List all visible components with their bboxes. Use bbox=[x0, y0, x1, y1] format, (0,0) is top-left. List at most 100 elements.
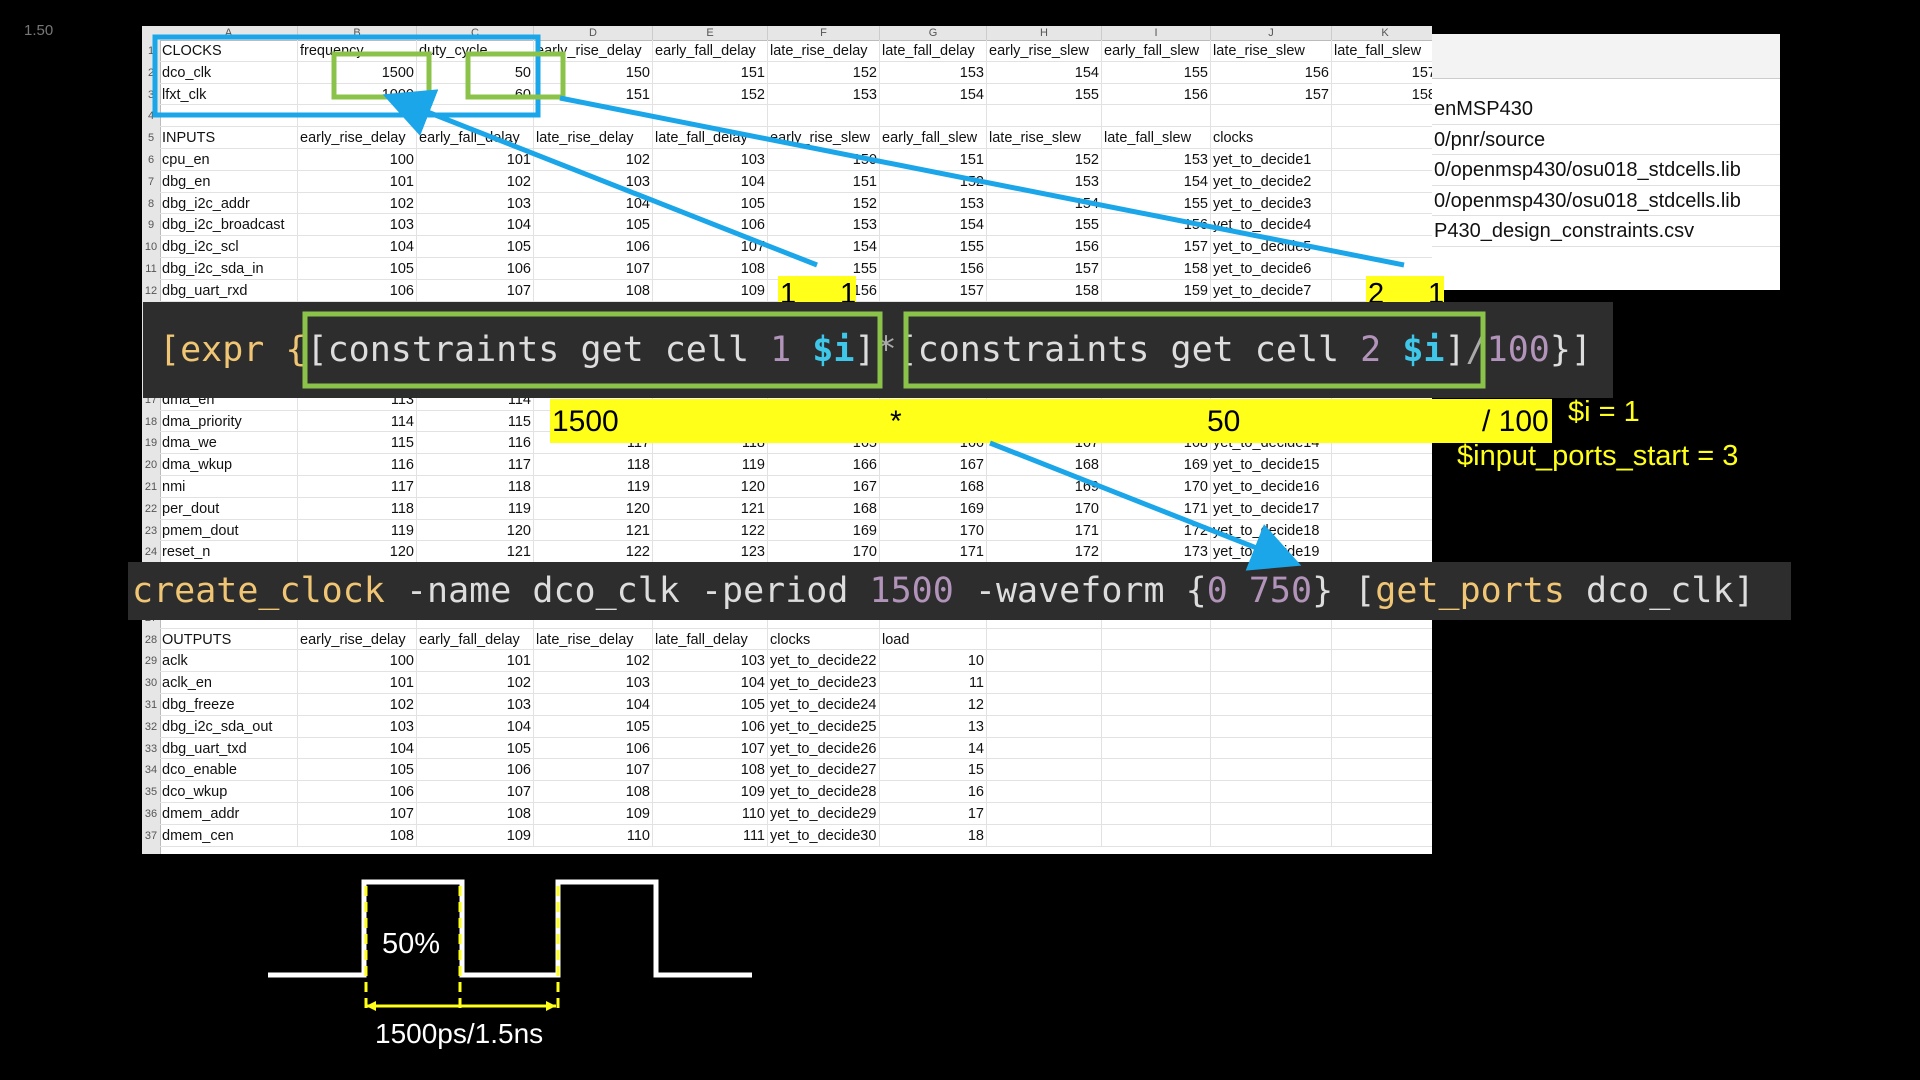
table-cell[interactable]: dma_we bbox=[160, 432, 298, 455]
table-cell[interactable]: 118 bbox=[417, 476, 534, 498]
table-cell[interactable] bbox=[880, 105, 987, 128]
table-cell[interactable]: 157 bbox=[1102, 236, 1211, 258]
table-cell[interactable]: 111 bbox=[653, 824, 768, 847]
table-cell[interactable]: dbg_uart_rxd bbox=[160, 279, 298, 302]
table-cell[interactable]: 122 bbox=[653, 519, 768, 542]
row-number[interactable]: 12 bbox=[144, 284, 158, 297]
table-cell[interactable] bbox=[1332, 171, 1432, 193]
table-cell[interactable] bbox=[987, 105, 1102, 128]
table-cell[interactable]: 104 bbox=[653, 672, 768, 694]
table-cell[interactable]: 109 bbox=[653, 781, 768, 803]
table-cell[interactable]: yet_to_decide30 bbox=[768, 824, 880, 847]
table-cell[interactable]: 103 bbox=[298, 715, 417, 738]
table-cell[interactable]: 105 bbox=[417, 737, 534, 760]
table-cell[interactable]: 104 bbox=[417, 715, 534, 738]
table-cell[interactable]: 154 bbox=[880, 214, 987, 237]
table-cell[interactable]: 151 bbox=[653, 61, 768, 84]
table-cell[interactable]: late_fall_delay bbox=[653, 628, 768, 651]
table-cell[interactable]: 154 bbox=[880, 83, 987, 106]
row-number[interactable]: 33 bbox=[144, 742, 158, 755]
table-cell[interactable]: 102 bbox=[298, 192, 417, 215]
table-cell[interactable]: dbg_uart_txd bbox=[160, 737, 298, 760]
table-cell[interactable] bbox=[1332, 672, 1432, 694]
row-number[interactable]: 20 bbox=[144, 459, 158, 472]
row-number[interactable]: 31 bbox=[144, 699, 158, 711]
table-cell[interactable]: early_fall_slew bbox=[1102, 40, 1211, 62]
column-header-b[interactable]: B bbox=[298, 26, 417, 40]
column-header-i[interactable]: I bbox=[1102, 26, 1211, 40]
table-cell[interactable]: 171 bbox=[987, 519, 1102, 542]
table-cell[interactable]: 169 bbox=[880, 497, 987, 520]
table-cell[interactable]: 108 bbox=[298, 824, 417, 847]
table-cell[interactable] bbox=[1332, 607, 1432, 629]
table-cell[interactable]: 13 bbox=[880, 715, 987, 738]
table-cell[interactable]: 156 bbox=[1211, 61, 1332, 84]
table-cell[interactable] bbox=[1332, 694, 1432, 716]
table-cell[interactable]: 110 bbox=[653, 803, 768, 825]
row-number[interactable]: 10 bbox=[144, 241, 158, 254]
side-sheet-cell[interactable]: 0/openmsp430/osu018_stdcells.lib bbox=[1432, 155, 1780, 186]
table-cell[interactable] bbox=[1332, 520, 1432, 542]
table-cell[interactable]: 155 bbox=[1102, 61, 1211, 84]
table-cell[interactable]: yet_to_decide29 bbox=[768, 803, 880, 825]
table-cell[interactable]: 166 bbox=[768, 454, 880, 476]
table-cell[interactable]: 120 bbox=[417, 519, 534, 542]
table-cell[interactable]: 157 bbox=[1332, 62, 1432, 84]
table-cell[interactable]: 108 bbox=[653, 759, 768, 782]
table-cell[interactable]: 100 bbox=[298, 149, 417, 171]
table-cell[interactable]: 117 bbox=[417, 454, 534, 476]
table-cell[interactable] bbox=[1332, 476, 1432, 498]
table-cell[interactable]: early_fall_delay bbox=[417, 628, 534, 651]
row-number[interactable]: 36 bbox=[144, 808, 158, 820]
table-cell[interactable] bbox=[1102, 824, 1211, 847]
table-cell[interactable]: 150 bbox=[534, 61, 653, 84]
table-cell[interactable]: 102 bbox=[534, 650, 653, 673]
table-cell[interactable]: dbg_en bbox=[160, 170, 298, 193]
table-cell[interactable]: 14 bbox=[880, 737, 987, 760]
table-cell[interactable]: 171 bbox=[1102, 497, 1211, 520]
table-cell[interactable]: 104 bbox=[417, 214, 534, 237]
table-cell[interactable]: 108 bbox=[534, 279, 653, 302]
table-cell[interactable] bbox=[1332, 214, 1432, 237]
table-cell[interactable]: 158 bbox=[987, 279, 1102, 302]
table-cell[interactable]: late_rise_delay bbox=[534, 628, 653, 651]
column-header-h[interactable]: H bbox=[987, 26, 1102, 40]
table-cell[interactable] bbox=[1332, 498, 1432, 520]
table-cell[interactable]: 18 bbox=[880, 824, 987, 847]
table-cell[interactable]: 168 bbox=[880, 476, 987, 498]
table-cell[interactable] bbox=[1332, 716, 1432, 738]
table-cell[interactable]: 116 bbox=[298, 454, 417, 476]
table-cell[interactable]: 106 bbox=[534, 737, 653, 760]
table-cell[interactable]: 107 bbox=[534, 759, 653, 782]
table-cell[interactable]: 170 bbox=[880, 519, 987, 542]
column-header-e[interactable]: E bbox=[653, 26, 768, 40]
row-number[interactable]: 11 bbox=[145, 263, 157, 275]
row-number[interactable]: 37 bbox=[144, 829, 158, 842]
table-cell[interactable]: early_rise_delay bbox=[298, 127, 417, 149]
table-cell[interactable]: dco_clk bbox=[160, 61, 298, 84]
table-cell[interactable]: 103 bbox=[534, 672, 653, 694]
table-cell[interactable]: 104 bbox=[298, 737, 417, 760]
table-cell[interactable]: 109 bbox=[417, 824, 534, 847]
table-cell[interactable]: early_rise_slew bbox=[987, 40, 1102, 62]
table-cell[interactable]: 103 bbox=[417, 192, 534, 215]
row-number[interactable]: 24 bbox=[144, 546, 158, 559]
table-cell[interactable]: aclk_en bbox=[160, 672, 298, 694]
table-cell[interactable]: yet_to_decide25 bbox=[768, 715, 880, 738]
table-cell[interactable]: 106 bbox=[417, 759, 534, 782]
table-cell[interactable] bbox=[987, 803, 1102, 825]
table-cell[interactable]: 121 bbox=[534, 519, 653, 542]
table-cell[interactable]: 109 bbox=[653, 279, 768, 302]
table-cell[interactable]: early_fall_slew bbox=[880, 127, 987, 149]
table-cell[interactable] bbox=[1211, 737, 1332, 760]
table-cell[interactable]: load bbox=[880, 628, 987, 651]
table-cell[interactable]: 11 bbox=[880, 672, 987, 694]
table-cell[interactable] bbox=[1211, 803, 1332, 825]
table-cell[interactable]: yet_to_decide1 bbox=[1211, 149, 1332, 171]
table-cell[interactable]: 156 bbox=[987, 236, 1102, 258]
table-cell[interactable] bbox=[1102, 781, 1211, 803]
table-cell[interactable]: 15 bbox=[880, 759, 987, 782]
table-cell[interactable]: 107 bbox=[417, 279, 534, 302]
table-cell[interactable] bbox=[1102, 105, 1211, 128]
